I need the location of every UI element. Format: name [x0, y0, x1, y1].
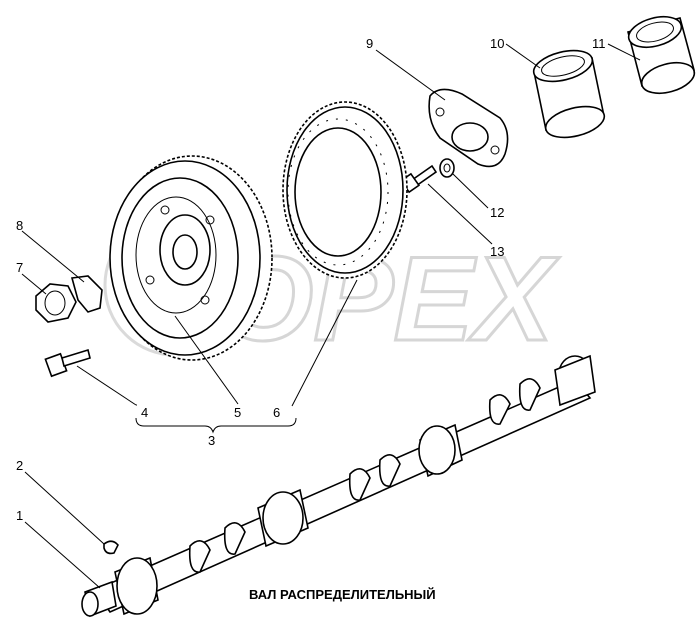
part-9-thrust-flange — [428, 88, 509, 168]
callout-13: 13 — [490, 244, 504, 259]
callout-3: 3 — [208, 433, 215, 448]
part-1-camshaft — [81, 354, 596, 618]
callout-4: 4 — [141, 405, 148, 420]
callout-1: 1 — [16, 508, 23, 523]
part-2-key — [103, 540, 119, 555]
callout-8: 8 — [16, 218, 23, 233]
part-4-bolt — [44, 348, 91, 378]
part-6-ring-gear — [282, 101, 408, 279]
part-8-lock-washer — [70, 275, 103, 313]
callout-10: 10 — [490, 36, 504, 51]
diagram-title: ВАЛ РАСПРЕДЕЛИТЕЛЬНЫЙ — [249, 587, 436, 602]
callout-9: 9 — [366, 36, 373, 51]
callout-11: 11 — [592, 36, 606, 51]
callout-labels: 1 2 3 4 5 6 7 8 9 10 11 12 13 — [16, 36, 606, 523]
callout-7: 7 — [16, 260, 23, 275]
leader-lines — [21, 43, 641, 589]
callout-6: 6 — [273, 405, 280, 420]
part-7-nut — [35, 283, 77, 323]
part-12-washer — [439, 158, 455, 178]
callout-12: 12 — [490, 205, 504, 220]
callout-5: 5 — [234, 405, 241, 420]
part-11-bushing — [627, 15, 696, 95]
part-5-camshaft-gear — [109, 155, 273, 361]
callout-2: 2 — [16, 458, 23, 473]
part-10-bushing — [532, 49, 606, 139]
watermark-logo: OPEX — [103, 213, 562, 368]
watermark-text: OPEX — [220, 232, 560, 366]
